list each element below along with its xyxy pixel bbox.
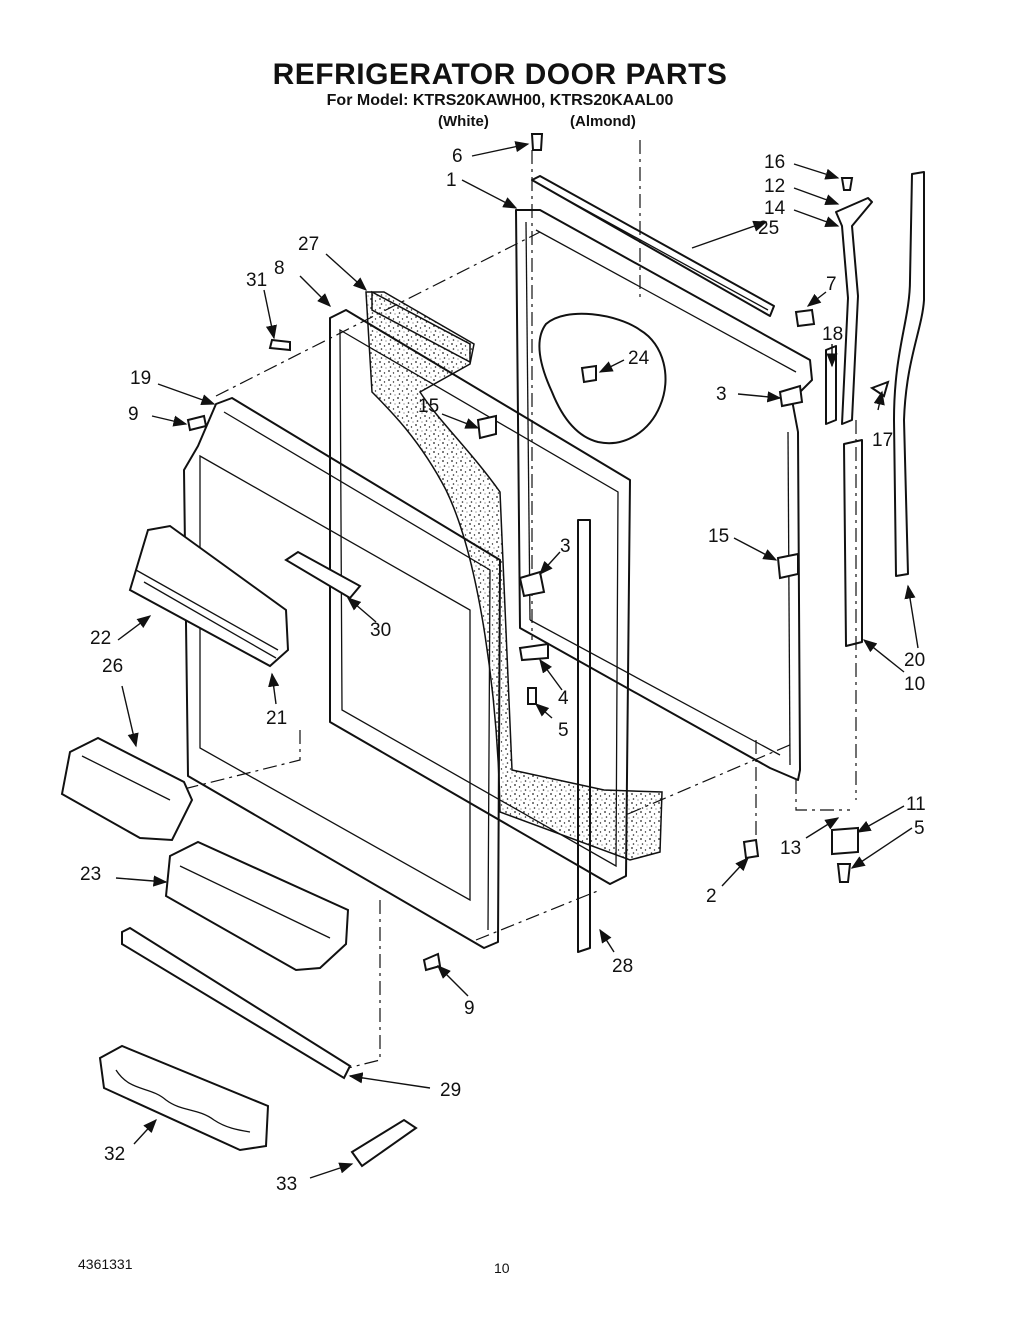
callout-27: 27 bbox=[298, 234, 319, 255]
callout-14: 14 bbox=[764, 198, 786, 219]
callout-9-top: 9 bbox=[128, 404, 139, 425]
callout-labels: 6 1 25 16 12 14 7 18 3 17 24 15 15 3 4 5… bbox=[80, 146, 926, 1195]
callout-11: 11 bbox=[906, 794, 926, 815]
callout-19: 19 bbox=[130, 368, 151, 389]
dairy-compartment-door bbox=[128, 524, 290, 668]
variant-white: (White) bbox=[438, 113, 489, 130]
callout-12: 12 bbox=[764, 176, 785, 197]
callout-16: 16 bbox=[764, 152, 785, 173]
callout-10: 10 bbox=[904, 674, 925, 695]
door-bin-large bbox=[164, 840, 350, 972]
callout-8: 8 bbox=[274, 258, 285, 279]
top-hinge-bracket bbox=[835, 197, 873, 425]
callout-3-mid: 3 bbox=[560, 536, 571, 557]
door-handle bbox=[893, 171, 925, 577]
model-subtitle: For Model: KTRS20KAWH00, KTRS20KAAL00 bbox=[326, 92, 674, 109]
callout-13: 13 bbox=[780, 838, 801, 859]
callout-15-left: 15 bbox=[418, 396, 439, 417]
callout-17: 17 bbox=[872, 430, 893, 451]
callout-29: 29 bbox=[440, 1080, 461, 1101]
callout-7: 7 bbox=[826, 274, 837, 295]
top-trim-strip bbox=[531, 175, 775, 317]
callout-33: 33 bbox=[276, 1174, 297, 1195]
callout-28: 28 bbox=[612, 956, 633, 977]
callout-5-left: 5 bbox=[558, 720, 569, 741]
document-number: 4361331 bbox=[78, 1256, 133, 1272]
assembly-guide-lines bbox=[179, 140, 857, 1071]
callout-31: 31 bbox=[246, 270, 267, 291]
diagram-title: REFRIGERATOR DOOR PARTS bbox=[272, 58, 728, 91]
callout-20: 20 bbox=[904, 650, 925, 671]
door-bin-small bbox=[60, 736, 194, 842]
callout-25: 25 bbox=[758, 218, 779, 239]
callout-9-bottom: 9 bbox=[464, 998, 475, 1019]
egg-tray bbox=[98, 1044, 270, 1152]
door-insulation bbox=[365, 290, 663, 861]
callout-24: 24 bbox=[628, 348, 650, 369]
callout-2: 2 bbox=[706, 886, 717, 907]
callout-32: 32 bbox=[104, 1144, 125, 1165]
handle-insert-strip bbox=[843, 439, 863, 647]
callout-26: 26 bbox=[102, 656, 123, 677]
callout-23: 23 bbox=[80, 864, 101, 885]
bottom-hinge bbox=[831, 826, 859, 856]
callout-21: 21 bbox=[266, 708, 287, 729]
callout-15-right: 15 bbox=[708, 526, 729, 547]
side-trim-strip bbox=[577, 519, 591, 953]
callout-18: 18 bbox=[822, 324, 843, 345]
small-hardware bbox=[186, 133, 890, 972]
callout-5-right: 5 bbox=[914, 818, 925, 839]
plug-strip bbox=[825, 345, 837, 425]
callout-6: 6 bbox=[452, 146, 463, 167]
page-number: 10 bbox=[494, 1260, 510, 1276]
callout-22: 22 bbox=[90, 628, 111, 649]
callout-4: 4 bbox=[558, 688, 569, 709]
callout-30: 30 bbox=[370, 620, 391, 641]
callout-3-top: 3 bbox=[716, 384, 727, 405]
outer-door-panel bbox=[515, 209, 813, 781]
butter-tray bbox=[284, 550, 362, 600]
bottom-trim-strip bbox=[121, 926, 352, 1080]
inner-door-liner bbox=[183, 397, 501, 949]
leader-arrows bbox=[115, 141, 919, 1179]
shelf-clip bbox=[350, 1118, 418, 1168]
variant-almond: (Almond) bbox=[570, 113, 636, 130]
callout-1: 1 bbox=[446, 170, 457, 191]
